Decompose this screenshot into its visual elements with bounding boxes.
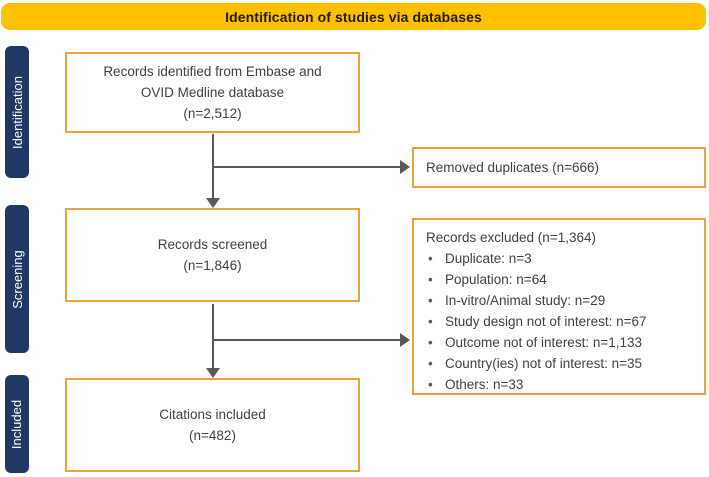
removed-duplicates-box: Removed duplicates (n=666) — [412, 147, 706, 188]
records-excluded-list: Duplicate: n=3 Population: n=64 In-vitro… — [426, 248, 694, 395]
excluded-reason-item: Study design not of interest: n=67 — [426, 311, 694, 332]
records-excluded-title: Records excluded (n=1,364) — [426, 230, 596, 245]
records-identified-line: OVID Medline database — [140, 85, 285, 100]
records-identified-count: (n=2,512) — [183, 106, 242, 121]
stage-label-included: Included — [5, 375, 29, 473]
stage-label-text: Screening — [9, 249, 25, 309]
banner: Identification of studies via databases — [1, 3, 706, 30]
citations-included-box: Citations included (n=482) — [65, 378, 360, 472]
records-identified-box: Records identified from Embase and OVID … — [65, 52, 360, 133]
records-screened-box: Records screened (n=1,846) — [65, 208, 360, 302]
excluded-reason-item: In-vitro/Animal study: n=29 — [426, 290, 694, 311]
arrowhead-right-icon — [400, 333, 410, 347]
excluded-reason-item: Outcome not of interest: n=1,133 — [426, 332, 694, 353]
arrowhead-right-icon — [400, 160, 410, 174]
excluded-reason-item: Duplicate: n=3 — [426, 248, 694, 269]
stage-label-identification: Identification — [5, 46, 29, 178]
banner-title: Identification of studies via databases — [225, 8, 482, 25]
citations-included-count: (n=482) — [189, 428, 236, 443]
arrowhead-down-icon — [206, 368, 220, 378]
excluded-reason-item: Others: n=33 — [426, 374, 694, 395]
citations-included-line: Citations included — [159, 407, 266, 422]
removed-duplicates-label: Removed duplicates (n=666) — [426, 160, 599, 175]
records-excluded-box: Records excluded (n=1,364) Duplicate: n=… — [412, 218, 706, 395]
excluded-reason-item: Population: n=64 — [426, 269, 694, 290]
records-screened-line: Records screened — [157, 237, 268, 252]
arrowhead-down-icon — [206, 198, 220, 208]
stage-label-screening: Screening — [5, 205, 29, 353]
stage-label-text: Included — [9, 399, 25, 449]
stage-label-text: Identification — [9, 75, 25, 149]
excluded-reason-item: Country(ies) not of interest: n=35 — [426, 353, 694, 374]
records-screened-count: (n=1,846) — [183, 258, 242, 273]
records-identified-line: Records identified from Embase and — [103, 64, 322, 79]
